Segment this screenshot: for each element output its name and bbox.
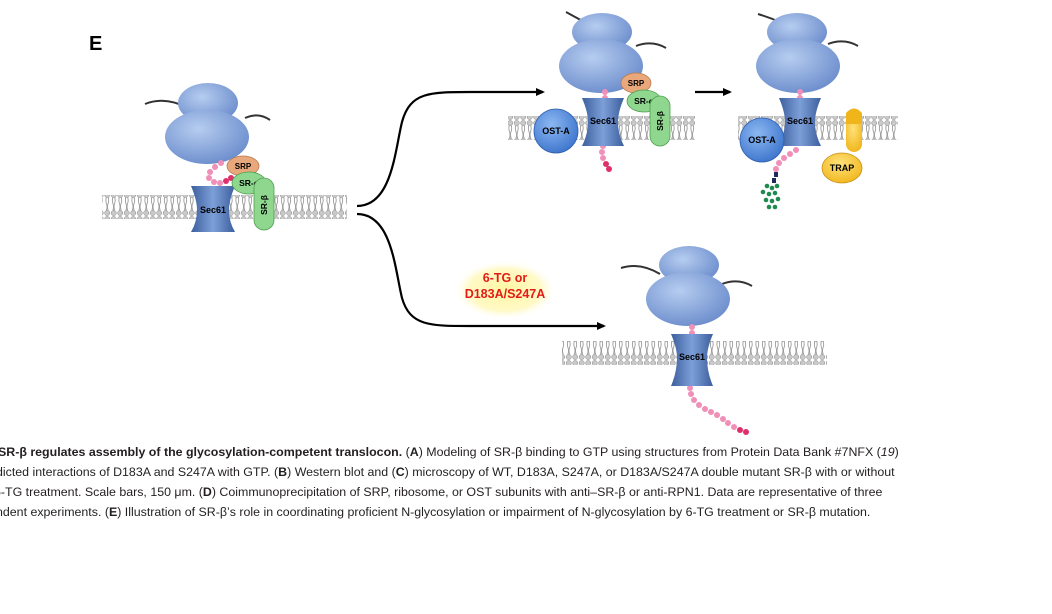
condition-line-2: D183A/S247A	[465, 287, 546, 301]
panel-label: E	[89, 33, 102, 55]
glycan	[760, 172, 781, 210]
sr-beta	[649, 95, 671, 147]
condition-label: 6-TG or D183A/S247A	[453, 260, 557, 320]
sr-beta-label: SR-β	[655, 111, 665, 131]
sec61-label: Sec61	[787, 116, 813, 126]
sec61-label: Sec61	[590, 116, 616, 126]
sec61-channel	[191, 186, 235, 232]
srp-label: SRP	[235, 162, 252, 171]
sr-alpha-label: SR-α	[634, 96, 655, 106]
ribosome-large-subunit	[646, 272, 730, 326]
ribosome-large-subunit	[756, 39, 840, 93]
ost-a-label: OST-A	[542, 126, 570, 136]
nascent-chain	[773, 89, 803, 172]
ost-a-label: OST-A	[748, 135, 776, 145]
ost-a	[533, 108, 579, 154]
arrow-lower	[356, 212, 606, 330]
sr-beta	[253, 177, 275, 231]
figure-panel-e: E Sec61 SRP SR-α SR-β	[89, 11, 898, 435]
caption-line-2: dicted interactions of D183A and S247A w…	[0, 465, 895, 479]
ost-a	[739, 117, 785, 163]
trap-head	[846, 108, 862, 124]
caption-line-4: ndent experiments. (E) Illustration of S…	[0, 505, 871, 519]
trap	[821, 152, 863, 184]
nascent-chain	[206, 160, 234, 186]
arrow-upper	[356, 88, 545, 208]
sr-beta-label: SR-β	[259, 195, 269, 215]
complex-glycosylation-competent: Sec61 OST-A TRAP	[738, 13, 898, 210]
figure-caption: SR-β regulates assembly of the glycosyla…	[0, 442, 1052, 522]
trap-label: TRAP	[830, 163, 855, 173]
condition-glow	[453, 260, 557, 320]
sr-alpha-label: SR-α	[239, 178, 260, 188]
sec61-channel	[582, 98, 624, 146]
srp-label: SRP	[628, 79, 645, 88]
ribosome-large-subunit	[165, 110, 249, 164]
sec61-channel	[671, 334, 713, 386]
caption-line-3: 6-TG treatment. Scale bars, 150 μm. (D) …	[0, 485, 883, 499]
sec61-channel	[779, 98, 821, 146]
caption-title: SR-β regulates assembly of the glycosyla…	[0, 445, 403, 459]
sec61-label: Sec61	[200, 205, 226, 215]
sec61-label: Sec61	[679, 352, 705, 362]
caption-line-1: SR-β regulates assembly of the glycosyla…	[0, 445, 899, 459]
condition-line-1: 6-TG or	[483, 271, 528, 285]
reference-number: 19	[880, 445, 895, 459]
trap-stalk	[846, 116, 862, 152]
mrna	[620, 265, 661, 275]
complex-impaired: Sec61	[562, 246, 827, 435]
branch-arrows	[356, 88, 732, 330]
complex-srp-bound: Sec61 SRP SR-α SR-β	[102, 83, 347, 232]
complex-handover: Sec61 OST-A SRP SR-α SR-β	[508, 11, 695, 172]
